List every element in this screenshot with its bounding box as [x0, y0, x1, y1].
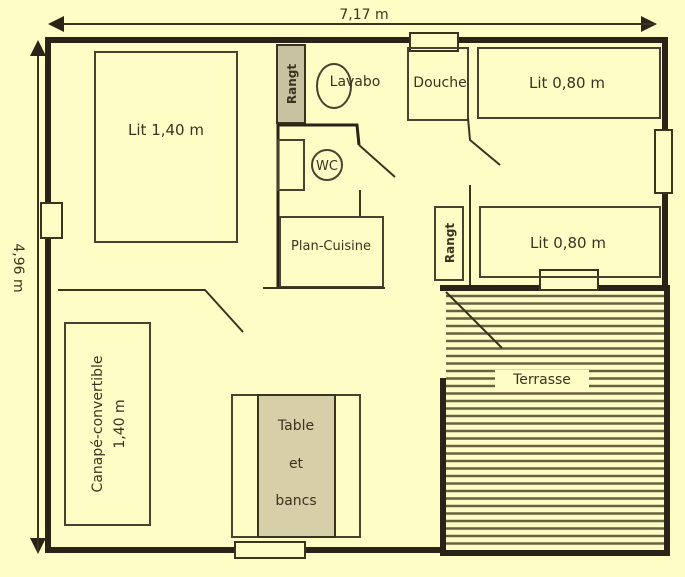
wc-bowl: [311, 149, 343, 181]
shower-door: [467, 117, 501, 166]
bedroom-partition: [58, 289, 244, 333]
height-dimension: 4,96 m: [10, 40, 46, 554]
window-bottom: [234, 541, 306, 559]
sofa-size-label: 1,40 m: [112, 399, 128, 448]
shower: [407, 47, 469, 121]
table-label: Table: [277, 418, 314, 434]
shower-label: Douche: [413, 75, 466, 91]
storage-right-label: Rangt: [443, 223, 457, 263]
window-left: [40, 202, 63, 239]
window-terrace: [539, 269, 599, 291]
double-bed-label: Lit 1,40 m: [128, 121, 204, 139]
height-label: 4,96 m: [10, 243, 26, 292]
wc-tank: [277, 139, 305, 191]
single-bed-bottom: [479, 206, 661, 278]
single-bed-bottom-label: Lit 0,80 m: [530, 234, 606, 252]
window-top: [409, 32, 459, 52]
sink: [316, 63, 352, 109]
width-label: 7,17 m: [339, 7, 388, 23]
double-bed: [94, 51, 238, 243]
terrace-door: [445, 291, 503, 349]
single-bed-top-label: Lit 0,80 m: [529, 74, 605, 92]
storage-top: [276, 44, 306, 124]
sofa-label: Canapé-convertible: [90, 356, 106, 493]
storage-top-label: Rangt: [285, 64, 299, 104]
sofa-bed: [64, 322, 151, 526]
table: [257, 394, 336, 538]
sink-label: Lavabo: [330, 74, 381, 90]
width-dimension: 7,17 m: [48, 6, 657, 32]
wc-door: [358, 144, 396, 178]
terrace: [446, 294, 664, 545]
wc-label: WC: [316, 159, 338, 174]
window-right: [654, 129, 673, 194]
kitchen-label: Plan-Cuisine: [291, 239, 371, 254]
table-label-3: bancs: [275, 493, 316, 509]
single-bed-top: [477, 47, 661, 119]
storage-right: [434, 206, 464, 281]
wc-wall: [276, 123, 361, 288]
table-label-2: et: [289, 456, 304, 472]
terrace-label: Terrasse: [512, 372, 571, 388]
